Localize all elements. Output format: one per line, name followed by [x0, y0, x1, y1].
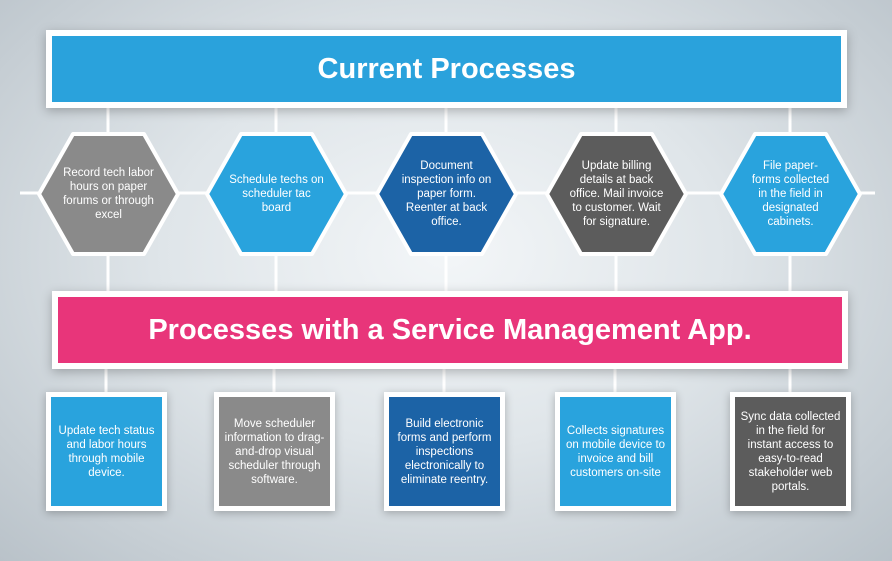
- app-process-text: Update tech status and labor hours throu…: [58, 424, 155, 479]
- current-process-hex: Schedule techs on scheduler tac board: [205, 132, 348, 256]
- app-process-text: Collects signatures on mobile device to …: [565, 424, 666, 479]
- current-process-text: Update billing details at back office. M…: [569, 160, 664, 228]
- current-process-hex: File paper-forms collected in the field …: [719, 132, 862, 256]
- app-process-box: Move scheduler information to drag-and-d…: [214, 392, 335, 511]
- app-process-text: Sync data collected in the field for ins…: [740, 410, 841, 493]
- current-process-hex: Document inspection info on paper form. …: [375, 132, 518, 256]
- app-process-text: Build electronic forms and perform inspe…: [397, 417, 492, 486]
- current-process-text: Schedule techs on scheduler tac board: [229, 174, 324, 214]
- service-app-title: Processes with a Service Management App.: [148, 313, 752, 346]
- current-process-text: File paper-forms collected in the field …: [751, 160, 830, 228]
- current-process-text: Record tech labor hours on paper forums …: [63, 167, 154, 221]
- app-process-box: Collects signatures on mobile device to …: [555, 392, 676, 511]
- app-process-box: Sync data collected in the field for ins…: [730, 392, 851, 511]
- app-process-box: Build electronic forms and perform inspe…: [384, 392, 505, 511]
- app-process-text: Move scheduler information to drag-and-d…: [224, 417, 325, 486]
- app-process-box: Update tech status and labor hours throu…: [46, 392, 167, 511]
- current-process-text: Document inspection info on paper form. …: [401, 160, 492, 228]
- current-processes-banner: Current Processes: [46, 30, 847, 108]
- current-process-hex: Update billing details at back office. M…: [545, 132, 688, 256]
- service-app-banner: Processes with a Service Management App.: [52, 291, 848, 369]
- current-process-hex: Record tech labor hours on paper forums …: [37, 132, 180, 256]
- current-processes-title: Current Processes: [317, 52, 576, 85]
